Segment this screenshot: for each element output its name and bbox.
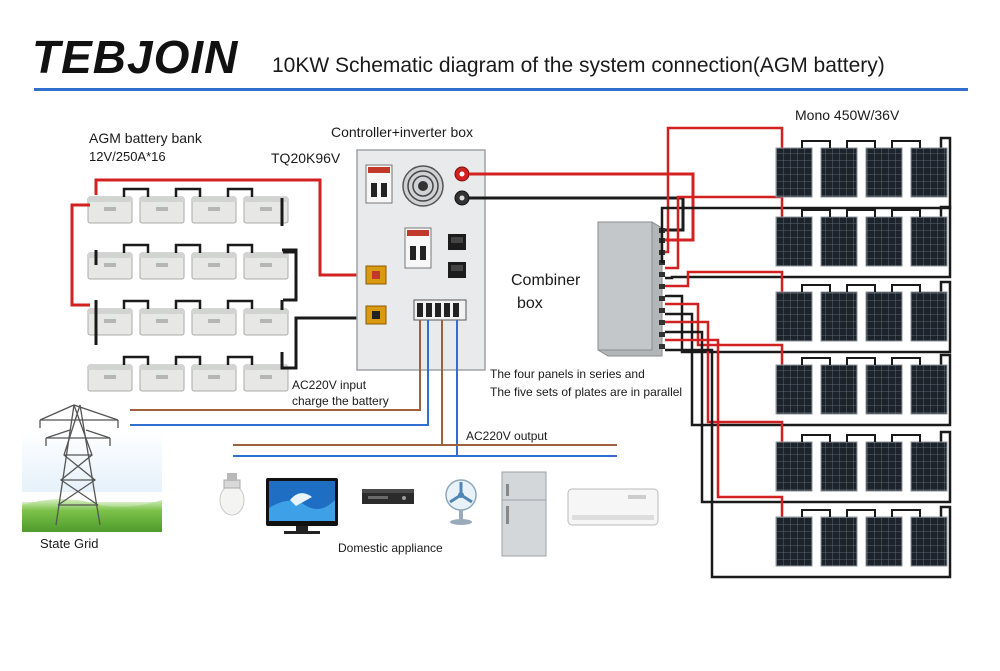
page-title: 10KW Schematic diagram of the system con… bbox=[272, 54, 885, 77]
solar-panel-icon bbox=[820, 216, 858, 267]
battery-icon bbox=[87, 364, 133, 392]
battery-icon bbox=[139, 364, 185, 392]
battery-bank-label: AGM battery bank bbox=[89, 130, 203, 146]
solar-panel-icon bbox=[865, 216, 903, 267]
battery-icon bbox=[87, 196, 133, 224]
solar-panel-icon bbox=[865, 441, 903, 492]
battery-icon bbox=[87, 252, 133, 280]
solar-panel-icon bbox=[910, 364, 948, 415]
battery-icon bbox=[139, 196, 185, 224]
solar-panel-icon bbox=[775, 441, 813, 492]
solar-panel-icon bbox=[775, 216, 813, 267]
battery-icon bbox=[243, 308, 289, 336]
electric-fan-icon bbox=[445, 479, 477, 525]
battery-icon bbox=[243, 196, 289, 224]
dvd-player-icon bbox=[362, 489, 414, 504]
battery-icon bbox=[191, 364, 237, 392]
ac-terminal-block-icon bbox=[413, 299, 467, 321]
solar-panel-icon bbox=[820, 516, 858, 567]
solar-panel-icon bbox=[775, 291, 813, 342]
breaker-icon bbox=[404, 227, 432, 269]
ac-wiring bbox=[130, 320, 617, 457]
battery-icon bbox=[191, 196, 237, 224]
series-note-line1: The four panels in series and bbox=[490, 367, 645, 381]
battery-bank bbox=[87, 187, 289, 392]
solar-panel-icon bbox=[910, 216, 948, 267]
inverter-model-label: TQ20K96V bbox=[271, 150, 341, 166]
refrigerator-icon bbox=[501, 471, 547, 557]
solar-panel-icon bbox=[775, 516, 813, 567]
solar-panel-icon bbox=[910, 441, 948, 492]
solar-panel-icon bbox=[775, 364, 813, 415]
battery-icon bbox=[191, 252, 237, 280]
breaker-icon bbox=[365, 164, 393, 204]
solar-panel-icon bbox=[865, 291, 903, 342]
cooling-fan-icon bbox=[402, 165, 444, 207]
string-wiring bbox=[660, 126, 952, 579]
logo: TEBJOIN bbox=[32, 31, 239, 83]
combiner-box bbox=[597, 221, 665, 357]
solar-panel-icon bbox=[910, 291, 948, 342]
solar-panel-icon bbox=[820, 291, 858, 342]
solar-panel-icon bbox=[865, 147, 903, 198]
battery-icon bbox=[139, 252, 185, 280]
solar-panel-icon bbox=[865, 516, 903, 567]
solar-array bbox=[775, 140, 948, 567]
solar-panel-icon bbox=[820, 364, 858, 415]
battery-icon bbox=[243, 252, 289, 280]
battery-icon bbox=[87, 308, 133, 336]
combiner-box-label: Combiner bbox=[511, 272, 581, 289]
title-divider bbox=[34, 88, 968, 91]
solar-panel-icon bbox=[820, 441, 858, 492]
combiner-box-label-line2: box bbox=[517, 295, 543, 312]
battery-icon bbox=[191, 308, 237, 336]
series-note-line2: The five sets of plates are in parallel bbox=[490, 385, 682, 399]
ac-input-label-line2: charge the battery bbox=[292, 394, 389, 408]
solar-panel-icon bbox=[865, 364, 903, 415]
air-conditioner-icon bbox=[567, 488, 659, 526]
solar-panel-icon bbox=[775, 147, 813, 198]
battery-icon bbox=[139, 308, 185, 336]
solar-panel-icon bbox=[910, 147, 948, 198]
state-grid-tower-icon bbox=[22, 404, 162, 532]
television-icon bbox=[266, 478, 338, 534]
solar-panel-icon bbox=[910, 516, 948, 567]
inverter-box-label: Controller+inverter box bbox=[331, 124, 473, 140]
ac-input-label: AC220V input bbox=[292, 378, 367, 392]
domestic-appliance-label: Domestic appliance bbox=[338, 541, 443, 555]
battery-wiring bbox=[70, 178, 373, 370]
ac-output-label: AC220V output bbox=[466, 429, 548, 443]
state-grid-label: State Grid bbox=[40, 536, 99, 551]
battery-bank-spec: 12V/250A*16 bbox=[89, 149, 166, 164]
solar-panel-icon bbox=[820, 147, 858, 198]
light-bulb-icon bbox=[219, 473, 245, 516]
solar-panel-spec-label: Mono 450W/36V bbox=[795, 107, 900, 123]
battery-icon bbox=[243, 364, 289, 392]
